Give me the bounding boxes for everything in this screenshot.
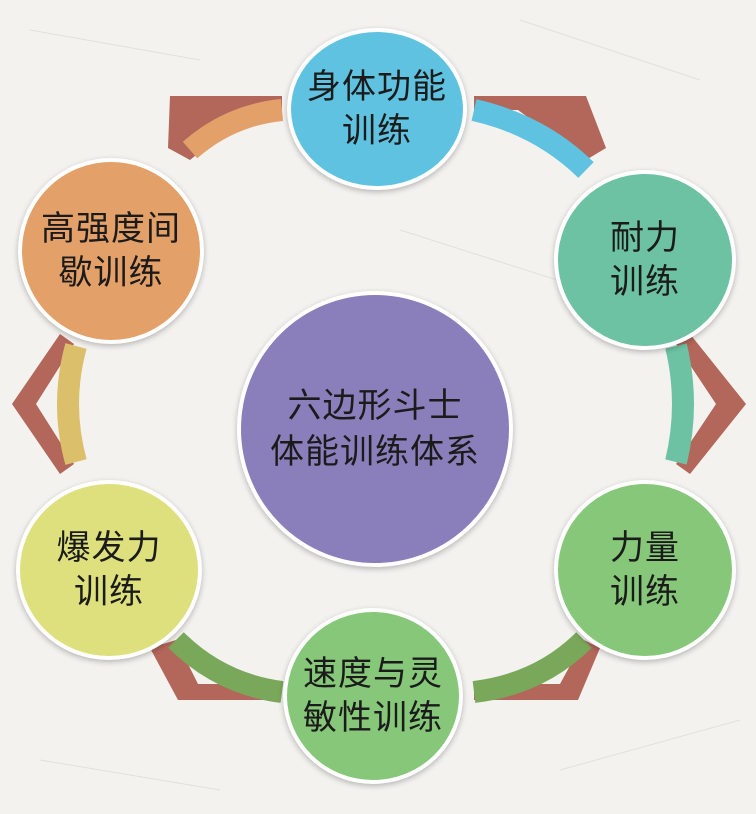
node-label-line-1: 爆发力 [56,528,162,568]
node-label-line-2: 训练 [342,111,412,151]
connector-functional-endurance [471,99,594,178]
center-hub: 六边形斗士 体能训练体系 [237,291,513,567]
paper-texture [29,19,741,791]
node-explosive-training: 爆发力 训练 [16,480,202,660]
node-label-line-1: 耐力 [610,218,680,258]
connector-hiit-functional [182,99,284,159]
connector-speed-explosive [168,632,284,703]
node-label-line-2: 训练 [610,572,680,612]
node-label-line-1: 高强度间 [41,209,181,249]
connector-explosive-hiit [57,343,87,465]
node-strength-training: 力量 训练 [554,480,736,660]
node-speed-agility-training: 速度与灵 敏性训练 [283,608,463,784]
node-label-line-2: 训练 [74,572,144,612]
node-hiit-training: 高强度间 歇训练 [18,158,204,344]
center-title-line-2: 体能训练体系 [270,432,480,472]
node-label-line-2: 歇训练 [58,253,164,293]
node-label-line-2: 敏性训练 [303,698,443,738]
node-label-line-1: 身体功能 [307,67,447,107]
node-label-line-2: 训练 [610,262,680,302]
connector-endurance-strength [665,343,694,465]
chevron-right [676,334,746,474]
node-endurance-training: 耐力 训练 [554,170,736,350]
center-title-line-1: 六边形斗士 [287,386,463,426]
connector-strength-speed [472,632,592,703]
node-functional-training: 身体功能 训练 [287,28,467,190]
node-label-line-1: 力量 [610,528,680,568]
node-label-line-1: 速度与灵 [303,654,443,694]
chevron-top-right [474,96,606,160]
